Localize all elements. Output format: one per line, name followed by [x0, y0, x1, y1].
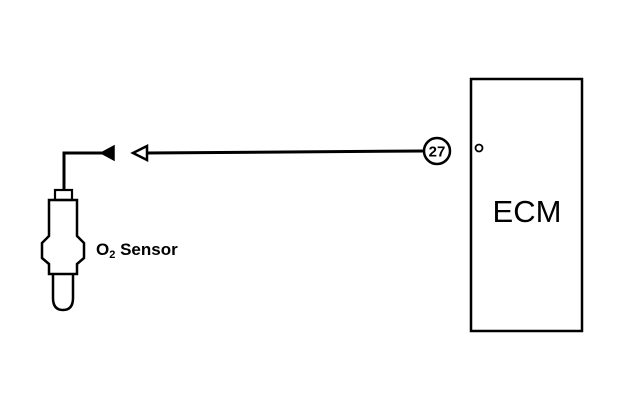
pin-number-label: 27 [429, 144, 446, 161]
sensor-label-prefix: O [96, 240, 109, 259]
sensor-upper-body [40, 198, 86, 276]
sensor-label-suffix: Sensor [115, 240, 178, 259]
sensor-neck [53, 188, 74, 202]
pin-number-circle [422, 136, 452, 166]
sensor-lead-wire [62, 151, 104, 190]
ecm-terminal [474, 143, 484, 153]
sensor-tip [51, 274, 75, 312]
connector-male-arrow [99, 144, 115, 162]
sensor-label: O2 Sensor [96, 240, 178, 261]
pin-number-badge: 27 [422, 136, 452, 166]
ecm-module: ECM [469, 77, 584, 333]
sensor-label-subscript: 2 [109, 249, 115, 261]
ecm-label: ECM [493, 194, 562, 229]
connector-female-arrow [130, 143, 149, 163]
signal-wire [146, 149, 425, 155]
o2-sensor [40, 151, 104, 312]
ecm-box [469, 77, 584, 333]
